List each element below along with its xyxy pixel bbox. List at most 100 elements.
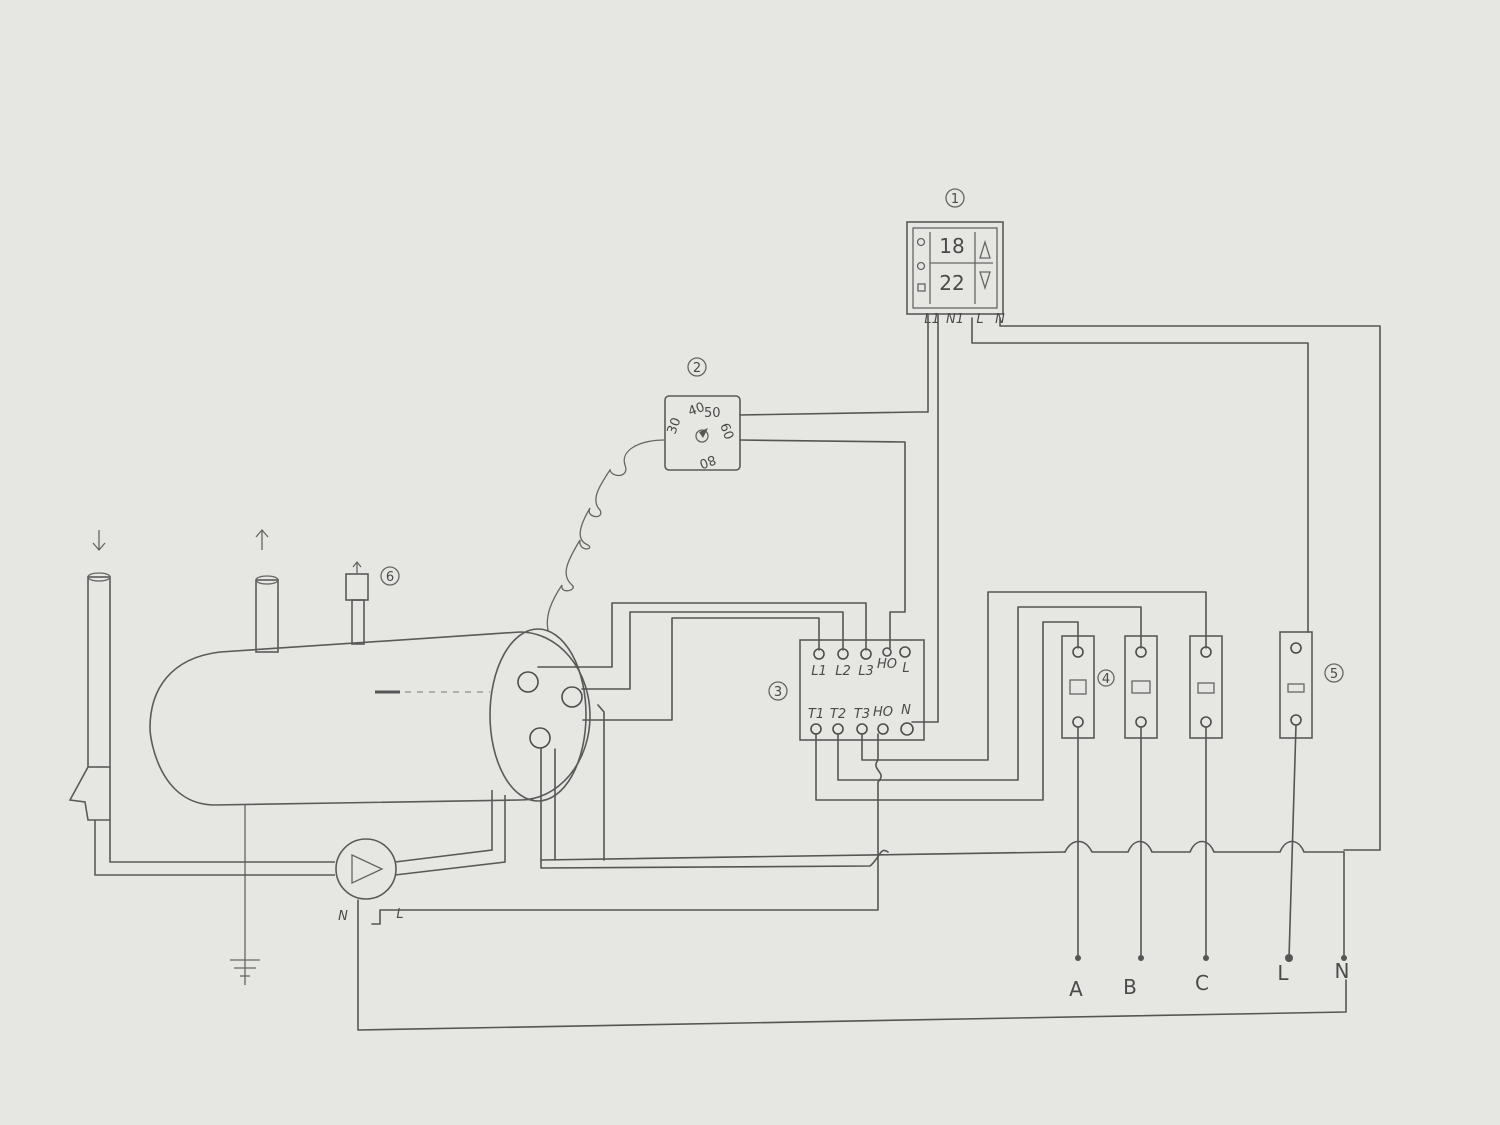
dial-scale-80: 80: [697, 451, 718, 471]
arrow-down-icon: [979, 271, 991, 291]
wire-thermostat-neutral: [999, 317, 1381, 851]
dial-scale-30: 30: [665, 416, 685, 437]
contactor-terminal: [899, 646, 911, 658]
wire-neutral-bus: [540, 748, 1066, 861]
thermostat-mode-icon: [916, 261, 926, 271]
contactor-top-l3: L3: [858, 664, 874, 679]
wire-l3-element: [537, 602, 867, 668]
marker-circle-6: [380, 566, 400, 586]
circulation-loop: N L: [94, 790, 506, 924]
marker-circle-5: [1324, 663, 1344, 683]
circuit-breakers: 4 5: [1061, 631, 1344, 739]
contactor-top-l: L: [902, 661, 909, 676]
contactor-bottom-t2: T2: [830, 707, 846, 722]
contactor-top-l2: L2: [835, 664, 851, 679]
contactor-bottom-ho: HO: [873, 705, 893, 720]
marker-2: 2: [693, 361, 701, 376]
breaker-toggle-icon: [1131, 680, 1151, 694]
safety-valve-head: [345, 573, 369, 601]
arrow-up-icon: [352, 560, 362, 574]
breaker-terminal: [1290, 714, 1302, 726]
breaker-c: [1189, 635, 1223, 739]
wire-t2-breaker-b: [837, 606, 1142, 781]
supply-label-b: B: [1123, 975, 1137, 999]
marker-circle-2: [687, 357, 707, 377]
thermostat-menu-icon: [917, 283, 926, 292]
contactor-terminal: [882, 647, 892, 657]
inlet-tee: [68, 766, 111, 821]
marker-circle-3: [768, 681, 788, 701]
marker-circle-1: [945, 188, 965, 208]
contactor-bottom-t3: T3: [854, 707, 870, 722]
supply-dot: [1203, 955, 1209, 961]
contactor-terminal: [810, 723, 822, 735]
contactor-bottom-n: N: [901, 703, 911, 718]
hot-outlet-pipe: [255, 579, 279, 653]
dial-knob: [695, 429, 709, 443]
supply-terminals: A B C L N: [1069, 954, 1349, 1001]
arrow-down-icon: [92, 530, 106, 551]
return-pipe-right: [394, 790, 506, 876]
supply-dot: [1138, 955, 1144, 961]
dial-pointer-icon: [699, 428, 708, 438]
supply-dot: [1075, 955, 1081, 961]
cold-inlet-pipe: [87, 576, 111, 768]
heating-element-3: [529, 727, 551, 749]
thermostat-housing: [906, 221, 1004, 315]
contactor-bottom-t1: T1: [808, 707, 824, 722]
wire-element-neutral-2: [597, 704, 605, 861]
breaker-terminal: [1135, 716, 1147, 728]
contactor-terminal: [832, 723, 844, 735]
pump-arrow-icon: [351, 853, 384, 885]
breaker-b: [1124, 635, 1158, 739]
marker-3: 3: [774, 685, 782, 700]
thermostat-face: [912, 227, 998, 309]
breaker-control: [1279, 631, 1313, 739]
contactor-terminal: [856, 723, 868, 735]
thermostat-terminal-n1: N1: [946, 312, 964, 327]
marker-4: 4: [1102, 672, 1110, 687]
room-thermostat: 1 18 22 L1 N1 L N: [906, 188, 1005, 327]
return-pipe-left: [94, 820, 335, 876]
wire-neutral-bus-2: [540, 849, 889, 869]
capillary-coil: [546, 439, 666, 631]
contactor-terminal: [877, 723, 889, 735]
wire-thermostat-control-breaker: [971, 317, 1309, 633]
contactor-top-l1: L1: [811, 664, 827, 679]
wire-ho-pump: [371, 733, 882, 925]
pump-terminal-l: L: [396, 907, 403, 922]
water-tank: 6: [68, 529, 591, 985]
marker-6: 6: [386, 570, 394, 585]
dial-scale-40: 40: [686, 400, 707, 420]
thermostat-power-icon: [916, 237, 926, 247]
breaker-toggle-icon: [1069, 679, 1087, 695]
wire-thermostat-contactor-n: [911, 313, 939, 723]
supply-label-c: C: [1195, 971, 1209, 995]
thermostat-terminal-l: L: [976, 312, 983, 327]
dial-housing: [664, 395, 741, 471]
supply-label-n: N: [1335, 959, 1350, 983]
breaker-toggle-icon: [1287, 683, 1305, 693]
wire-t1-breaker-a: [815, 621, 1079, 801]
breaker-terminal: [1200, 716, 1212, 728]
wire-neutral-hops: [1064, 840, 1345, 853]
wire-thermostat-dial: [739, 313, 929, 416]
wires: [357, 313, 1381, 1031]
tank-flange: [489, 628, 587, 802]
arrow-up-icon: [255, 529, 269, 550]
tank-dial-thermostat: 2 30 40 50 60 80: [546, 357, 741, 631]
wire-l1-element: [582, 617, 820, 721]
contactor: 3 L1 L2 L3 HO L T1 T2 T3 HO N: [768, 639, 925, 741]
heating-element-1: [517, 671, 539, 693]
marker-1: 1: [951, 192, 959, 207]
marker-5: 5: [1330, 667, 1338, 682]
safety-valve: [351, 599, 365, 645]
wire-pump-neutral-return: [357, 899, 1347, 1031]
wire-t3-breaker-c: [861, 591, 1207, 761]
breaker-toggle-icon: [1197, 682, 1215, 694]
supply-label-l: L: [1277, 961, 1289, 985]
breaker-a: [1061, 635, 1095, 739]
supply-dot: [1285, 954, 1293, 962]
thermostat-temp-bottom: 22: [939, 271, 964, 295]
